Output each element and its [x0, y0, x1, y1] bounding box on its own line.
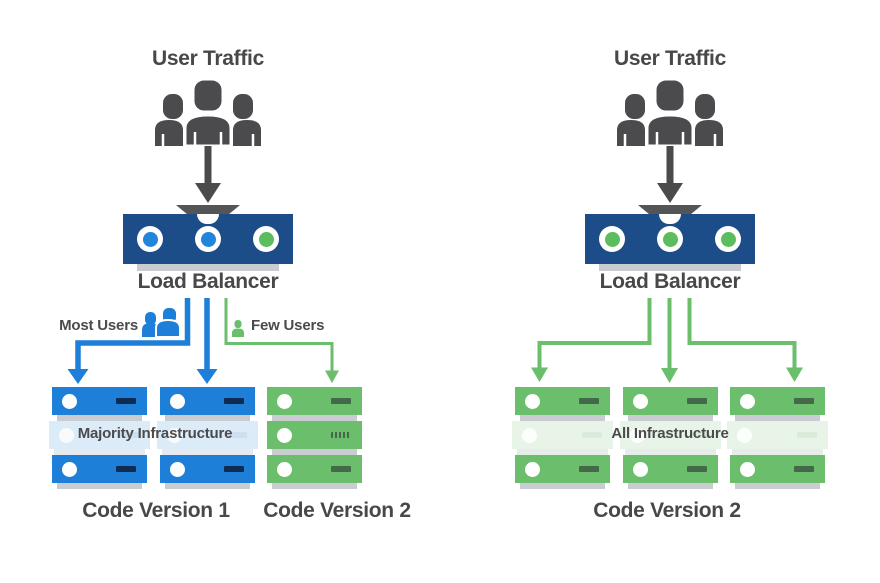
server-v2	[267, 387, 362, 421]
few-users-label: Few Users	[251, 317, 325, 334]
server-v2	[623, 455, 718, 489]
code-version-1-label: Code Version 1	[82, 499, 230, 522]
diagram-full-rollout-phase: User Traffic Load Bal	[462, 0, 880, 583]
all-users-arrowhead-1	[531, 367, 548, 382]
funnel-icon	[638, 205, 702, 214]
lb-shadow	[137, 264, 279, 271]
server-v2	[730, 455, 825, 489]
all-infrastructure-label: All Infrastructure	[611, 425, 729, 442]
server-v1-faded	[49, 421, 150, 455]
server-v1	[52, 455, 147, 489]
load-balancer	[585, 214, 755, 264]
load-balancer	[123, 214, 293, 264]
most-users-label: Most Users	[59, 317, 138, 334]
server-v2-faded	[620, 421, 721, 455]
diagram-canary-phase: User Traffic	[49, 47, 411, 522]
server-v2	[515, 455, 610, 489]
user-group-icon	[155, 77, 261, 147]
server-v2	[730, 387, 825, 421]
server-v2	[515, 387, 610, 421]
user-group-icon	[617, 77, 723, 147]
user-traffic-title: User Traffic	[152, 47, 264, 70]
server-v1-faded	[157, 421, 258, 455]
all-users-arrowhead-2	[661, 368, 678, 383]
server-v1	[160, 455, 255, 489]
lb-shadow	[599, 264, 741, 271]
code-version-2-label: Code Version 2	[263, 499, 411, 522]
load-balancer-label: Load Balancer	[599, 270, 741, 293]
few-users-icon	[232, 320, 244, 337]
server-v2-faded	[512, 421, 613, 455]
most-users-arrowhead-2	[196, 369, 218, 384]
server-v2	[267, 421, 362, 455]
all-users-arrow-3	[687, 298, 797, 369]
intake-notch	[197, 214, 219, 224]
server-v2-faded	[727, 421, 828, 455]
intake-notch	[659, 214, 681, 224]
all-users-arrowhead-3	[786, 367, 803, 382]
server-v2	[623, 387, 718, 421]
lb-status-led	[253, 226, 279, 252]
funnel-icon	[176, 205, 240, 214]
lb-status-led	[657, 226, 683, 252]
server-v1	[160, 387, 255, 421]
all-users-arrow-1	[537, 298, 652, 369]
user-traffic-title: User Traffic	[614, 47, 726, 70]
most-users-icon	[142, 307, 181, 337]
lb-status-led	[715, 226, 741, 252]
few-users-arrowhead	[325, 370, 339, 383]
most-users-arrowhead-1	[67, 369, 89, 384]
load-balancer-label: Load Balancer	[137, 270, 279, 293]
majority-infrastructure-label: Majority Infrastructure	[77, 425, 233, 442]
lb-status-led	[195, 226, 221, 252]
code-version-2-label: Code Version 2	[593, 499, 741, 522]
traffic-down-arrow-icon	[657, 146, 683, 203]
lb-status-led	[599, 226, 625, 252]
lb-status-led	[137, 226, 163, 252]
traffic-down-arrow-icon	[195, 146, 221, 203]
server-v1	[52, 387, 147, 421]
server-v2	[267, 455, 362, 489]
